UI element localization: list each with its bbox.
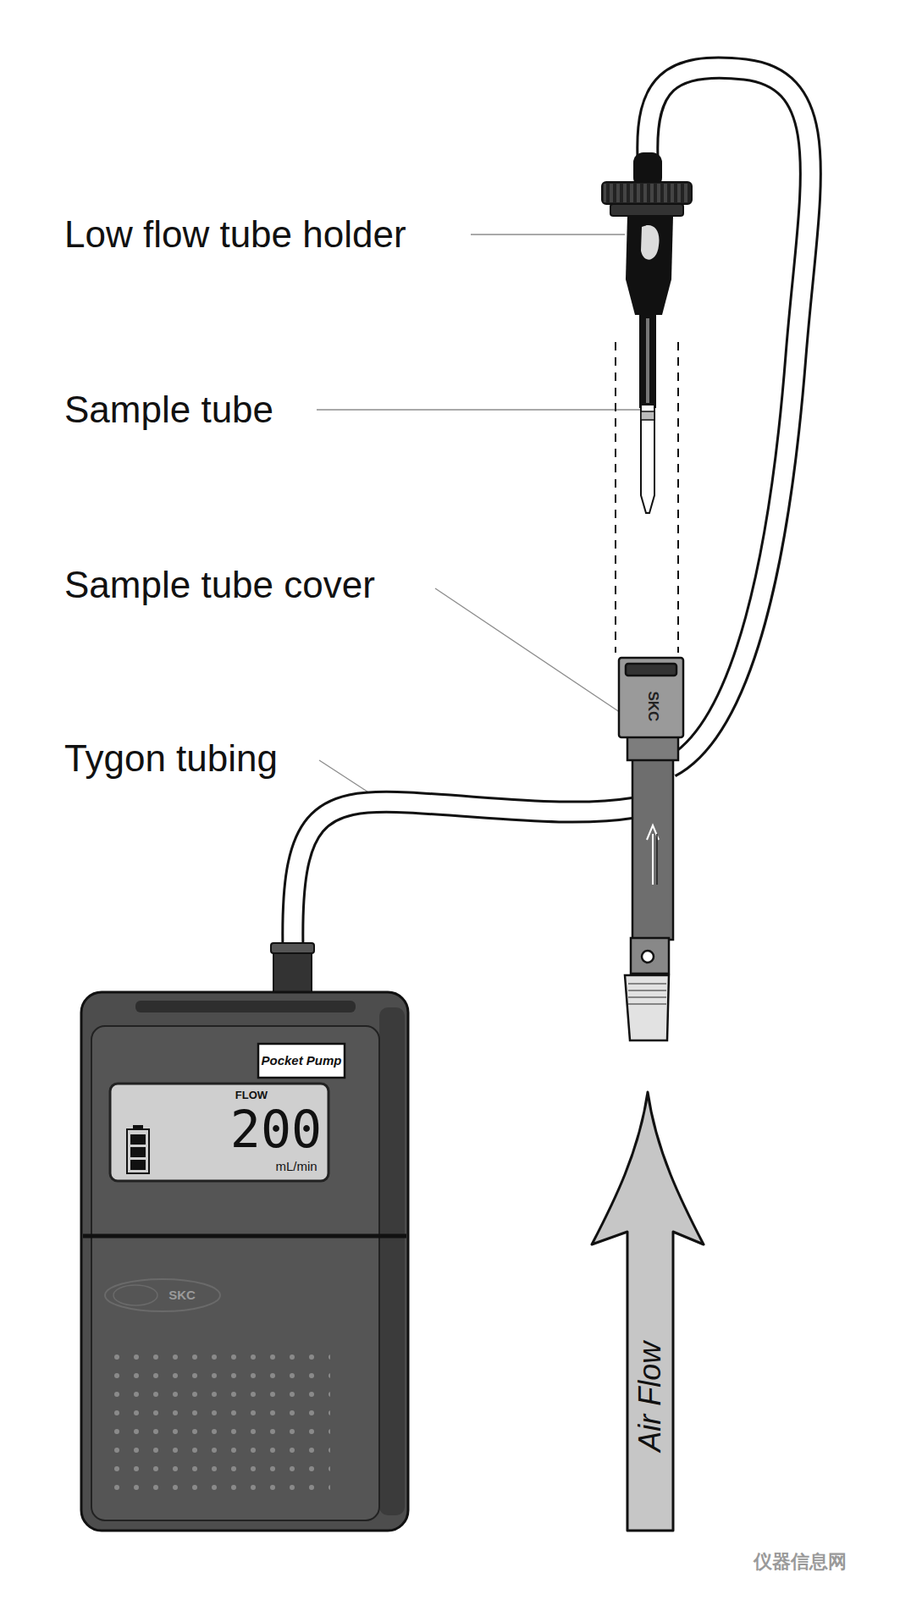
part-label: Tygon tubing: [64, 738, 278, 779]
air-flow-arrow: [591, 1092, 704, 1531]
display-unit: mL/min: [275, 1159, 317, 1175]
display-caption: FLOW: [235, 1089, 268, 1102]
leader-lines: [316, 234, 641, 810]
flow-label: Air Flow: [633, 1341, 668, 1453]
tube-holder: [601, 152, 692, 514]
brand-logo: Pocket Pump: [260, 1054, 342, 1069]
part-label: Sample tube cover: [64, 564, 376, 606]
sample-tube-cover: [618, 657, 684, 1041]
part-label: Sample tube: [64, 389, 274, 431]
tygon-tubing: [292, 801, 635, 950]
part-label: Low flow tube holder: [64, 214, 407, 255]
pocket-pump: [81, 943, 409, 1531]
watermark: 仪器信息网: [753, 1551, 847, 1573]
brand-mark: SKC: [645, 690, 662, 722]
display-value: 200: [230, 1101, 322, 1158]
brand-mark: SKC: [168, 1288, 196, 1304]
